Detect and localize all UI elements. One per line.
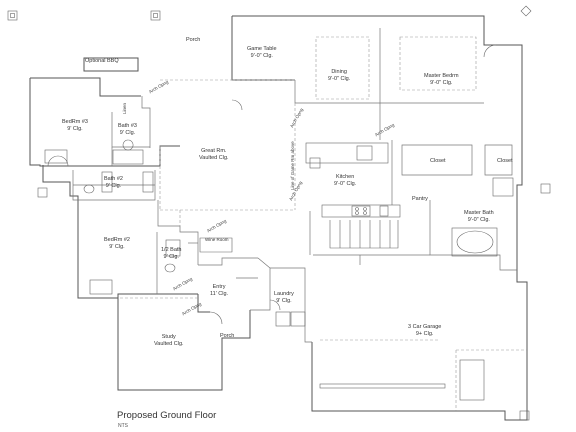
bedroom2-clg: 9' Clg. bbox=[109, 243, 125, 250]
scale-note: NTS bbox=[118, 423, 128, 429]
master-bath-label: Master Bath 9'-0" Clg. bbox=[464, 210, 494, 223]
porch-top-label: Porch bbox=[186, 37, 201, 43]
laundry-clg: 9' Clg. bbox=[276, 297, 292, 304]
dashed-lines bbox=[120, 36, 527, 411]
bath2-clg: 9' Clg. bbox=[105, 182, 122, 189]
master-bath-clg: 9'-0" Clg. bbox=[467, 216, 490, 223]
entry-name: Entry bbox=[212, 284, 226, 290]
exterior-walls bbox=[29, 15, 528, 421]
great-room-clg: Vaulted Clg. bbox=[199, 154, 229, 161]
bath2-label: Bath #2 9' Clg. bbox=[104, 176, 123, 189]
registration-marks bbox=[7, 5, 551, 421]
dining-clg: 9'-0" Clg. bbox=[328, 75, 351, 82]
entry-label: Entry 11' Clg. bbox=[210, 284, 228, 297]
kitchen-sink bbox=[356, 145, 373, 161]
linen-label: Linen bbox=[122, 102, 127, 114]
half-bath-label: 1/2 Bath 9' Clg. bbox=[161, 247, 182, 260]
pantry-label: Pantry bbox=[412, 196, 428, 202]
bathtub bbox=[456, 230, 494, 254]
study-clg: Vaulted Clg. bbox=[154, 340, 184, 347]
game-table-name: Game Table bbox=[247, 46, 277, 52]
porch-bottom-label: Porch bbox=[220, 333, 235, 339]
master-bath-name: Master Bath bbox=[464, 210, 494, 216]
wine-room-label: Wine Room bbox=[205, 237, 229, 242]
bath3-label: Bath #3 9' Clg. bbox=[118, 123, 137, 136]
garage-clg: 9+ Clg. bbox=[415, 330, 434, 337]
study-name: Study bbox=[161, 334, 176, 340]
kitchen-clg: 9'-0" Clg. bbox=[334, 180, 357, 187]
kitchen-name: Kitchen bbox=[335, 174, 355, 180]
game-table-clg: 9'-0" Clg. bbox=[250, 52, 273, 59]
laundry-label: Laundry 9' Clg. bbox=[274, 291, 294, 304]
bedroom3-name: BedRm #3 bbox=[62, 119, 88, 125]
dining-name: Dining bbox=[331, 69, 347, 75]
great-room-name: Great Rm. bbox=[201, 148, 227, 154]
optional-bbq-label: Optional BBQ bbox=[85, 58, 119, 64]
bedroom3-clg: 9' Clg. bbox=[67, 125, 83, 132]
game-table-label: Game Table 9'-0" Clg. bbox=[247, 46, 277, 59]
great-room-label: Great Rm. Vaulted Clg. bbox=[199, 148, 229, 161]
master-bedroom-clg: 9'-0" Clg. bbox=[430, 79, 453, 86]
laundry-name: Laundry bbox=[274, 291, 294, 297]
entry-clg: 11' Clg. bbox=[210, 290, 229, 297]
garage-label: 3 Car Garage 9+ Clg. bbox=[408, 324, 441, 337]
master-bedroom-name: Master Bedrm bbox=[424, 73, 459, 79]
master-bedroom-label: Master Bedrm 9'-0" Clg. bbox=[424, 73, 459, 86]
closet1-label: Closet bbox=[430, 158, 446, 164]
study-label: Study Vaulted Clg. bbox=[154, 334, 184, 347]
kitchen-label: Kitchen 9'-0" Clg. bbox=[334, 174, 356, 187]
bedroom2-name: BedRm #2 bbox=[104, 237, 130, 243]
half-bath-name: 1/2 Bath bbox=[161, 247, 182, 253]
range bbox=[351, 205, 371, 217]
garage-name: 3 Car Garage bbox=[408, 324, 442, 330]
bedroom2-label: BedRm #2 9' Clg. bbox=[104, 237, 130, 250]
kitchen-back-counter bbox=[321, 204, 401, 218]
stairs bbox=[329, 220, 399, 249]
bath3-name: Bath #3 bbox=[118, 123, 137, 129]
dining-label: Dining 9'-0" Clg. bbox=[328, 69, 350, 82]
closet2-label: Closet bbox=[497, 158, 513, 164]
drawing-title: Proposed Ground Floor bbox=[117, 410, 217, 421]
bedroom3-label: BedRm #3 9' Clg. bbox=[62, 119, 88, 132]
ceiling-line-note: Line of Game Rm above bbox=[290, 141, 295, 190]
bath2-name: Bath #2 bbox=[104, 176, 123, 182]
fixtures bbox=[44, 44, 514, 401]
bath3-clg: 9' Clg. bbox=[119, 129, 136, 136]
interior-walls bbox=[72, 28, 517, 343]
kitchen-counter bbox=[305, 142, 389, 164]
half-bath-clg: 9' Clg. bbox=[163, 253, 179, 260]
